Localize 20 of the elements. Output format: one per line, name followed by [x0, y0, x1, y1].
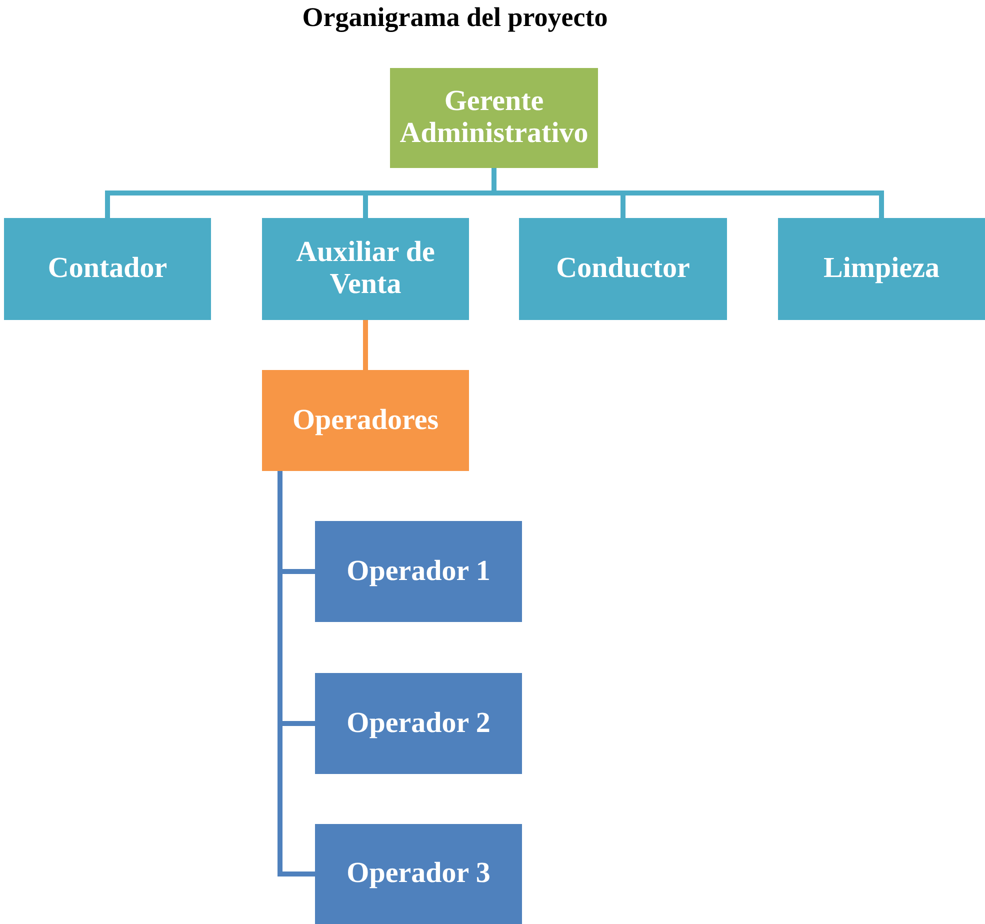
- box-label: Operador 1: [346, 556, 490, 588]
- org-box: [4, 218, 211, 320]
- box-label: Operadores: [292, 404, 439, 436]
- box-label: Limpieza: [824, 253, 940, 285]
- org-box: [390, 68, 598, 168]
- box-label: Contador: [48, 253, 168, 285]
- org-box: [315, 824, 522, 924]
- box-label: Auxiliar de Venta: [295, 237, 436, 301]
- org-box: [315, 521, 522, 622]
- org-box: [262, 370, 469, 471]
- org-box: [519, 218, 727, 320]
- org-box: [315, 673, 522, 774]
- connector-line: [363, 320, 368, 370]
- chart-title: Organigrama del proyecto: [301, 2, 609, 33]
- box-label: Conductor: [556, 253, 690, 285]
- box-label: Operador 2: [346, 708, 490, 740]
- org-box: [778, 218, 985, 320]
- box-label: Gerente Administrativo: [398, 86, 590, 150]
- box-label: Operador 3: [346, 858, 490, 890]
- org-box: [262, 218, 469, 320]
